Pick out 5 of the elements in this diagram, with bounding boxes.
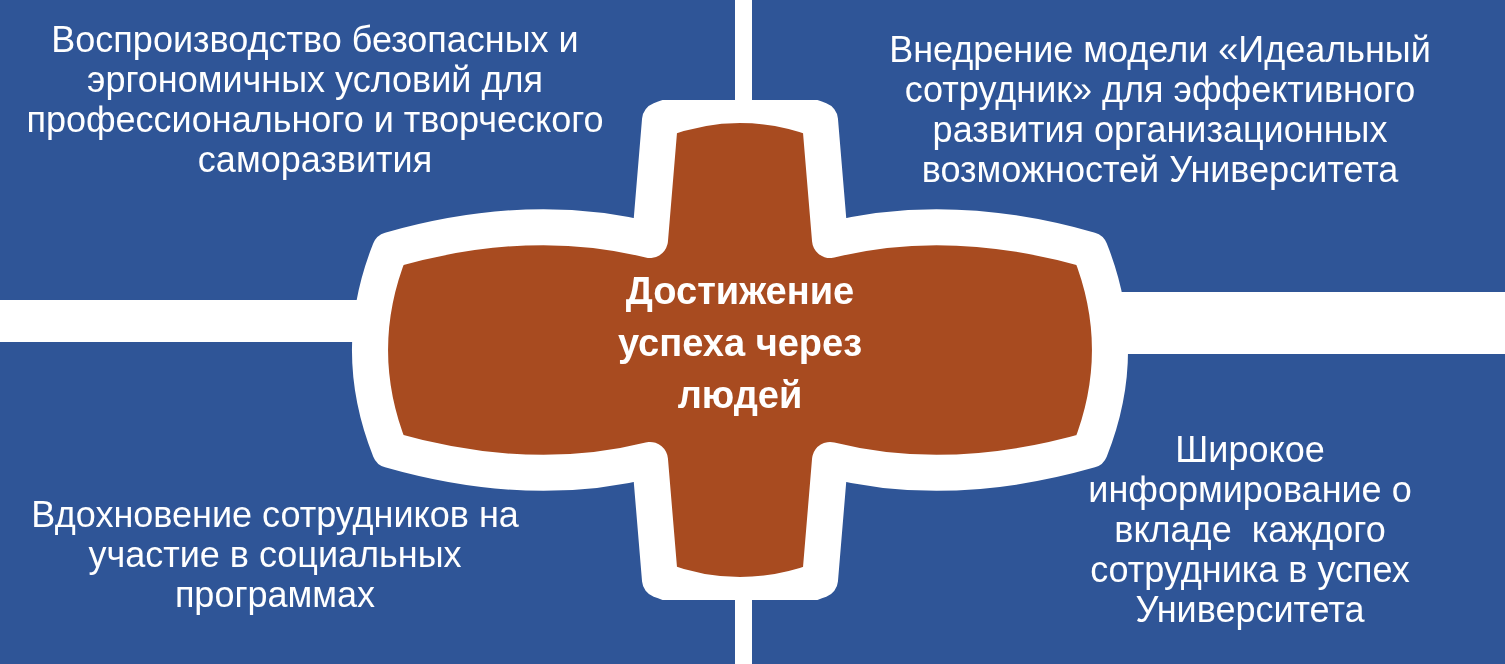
panel-text: Вдохновение сотрудников на участие в социальных программах: [30, 495, 520, 615]
panel-text: Широкое информирование о вкладе каждого сотрудника в успех Университета: [1087, 430, 1413, 630]
panel-text: Воспроизводство безопасных и эргономичных условий для профессионального и творческого саморазвития: [25, 20, 605, 180]
panel-text: Внедрение модели «Идеальный сотрудник» для эффективного развития организационных возможностей Университета: [888, 30, 1432, 190]
center-text: Достижение успеха через людей: [616, 269, 864, 418]
